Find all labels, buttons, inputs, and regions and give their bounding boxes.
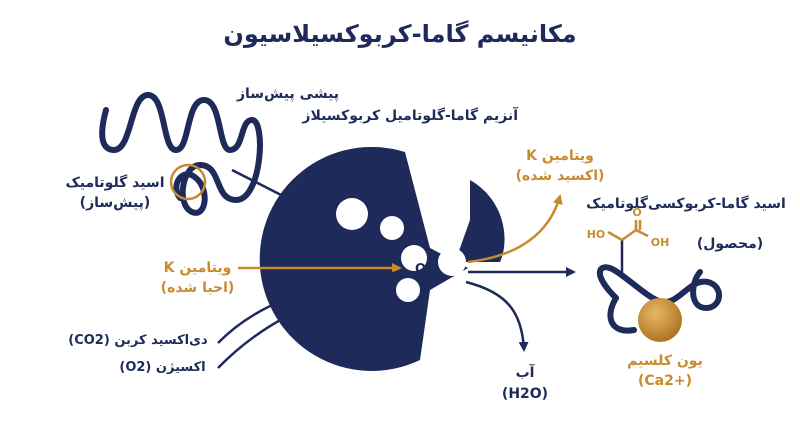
gla-product-label-line1: اسید گاما-کربوکسی‌گلوتامیک [586,196,786,212]
enzyme-label: آنزیم گاما-گلوتامیل کربوکسیلاز [302,108,518,124]
o2-center-label: O2 [414,262,436,277]
water-arrow [465,280,529,352]
enzyme-shape [259,146,505,371]
calcium-label-line2: (Ca2+) [638,373,692,389]
water-label-line2: (H2O) [501,386,549,402]
glutamate-label-line1: اسید گلوتامیک [65,175,165,191]
glutamate-label-line2: (پیش‌ساز) [79,195,151,211]
vitamin-k-oxidized-label-line2: (اکسید شده) [515,168,605,184]
vitamin-k-oxidized-arrow [467,194,563,264]
glutamate-highlight-circle [169,163,207,201]
calcium-label-line1: یون کلسیم [627,353,703,369]
vitamin-k-oxidized-label-line1: ویتامین K [526,148,594,164]
co2-inflow-curve [217,270,401,344]
gla-product-label-line2: (محصول) [696,236,764,252]
page-title: مکانیسم گاما-کربوکسیلاسیون [223,20,577,48]
co2-label: دی‌اکسید کربن (CO2) [68,333,208,348]
oh-group-label: OH [650,236,670,249]
water-label-line1: آب [515,365,535,381]
o2-inflow-curve [217,276,401,369]
product-protein [596,220,722,342]
calcium-ion [638,298,682,342]
ho-group-label: HO [586,228,606,241]
vitamin-k-reduced-label-line1: ویتامین K [163,260,232,276]
precursor-protein-label: پیشی پیش‌ساز [236,86,340,102]
o2-input-label: اکسیژن (O2) [119,360,206,375]
carbonyl-o-label: O [632,206,642,219]
vitamin-k-reduced-label-line2: (احیا شده) [160,280,235,296]
precursor-protein-chain [99,91,263,216]
